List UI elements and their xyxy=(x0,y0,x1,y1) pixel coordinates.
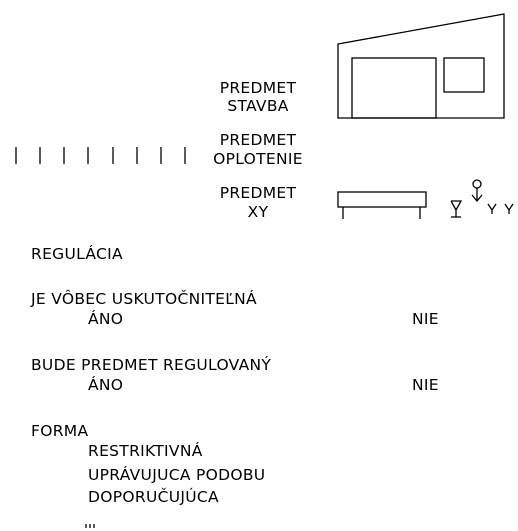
building-symbol xyxy=(337,13,505,119)
answer-yes-regulated[interactable]: ÁNO xyxy=(88,376,124,394)
answer-yes-feasible[interactable]: ÁNO xyxy=(88,310,124,328)
question-regulated: BUDE PREDMET REGULOVANÝ xyxy=(31,356,272,374)
label-stavba-line2: STAVBA xyxy=(227,97,289,115)
forma-option-shaping[interactable]: UPRÁVUJUCA PODOBU xyxy=(88,466,266,484)
fence-symbol xyxy=(15,147,186,164)
label-xy-line1: PREDMET xyxy=(219,184,297,202)
question-feasible: JE VÔBEC USKUTOČNITEĽNÁ xyxy=(31,290,257,308)
continuation-mark xyxy=(85,524,95,528)
answer-no-regulated[interactable]: NIE xyxy=(412,376,439,394)
bench-symbol xyxy=(337,191,427,219)
forma-option-restrictive[interactable]: RESTRIKTIVNÁ xyxy=(88,442,203,460)
regulacia-title: REGULÁCIA xyxy=(31,245,123,263)
answer-no-feasible[interactable]: NIE xyxy=(412,310,439,328)
label-stavba-line1: PREDMET xyxy=(219,79,297,97)
label-oplotenie-line2: OPLOTENIE xyxy=(213,150,303,168)
forma-title: FORMA xyxy=(31,422,89,440)
label-xy-line2: XY xyxy=(247,203,269,221)
plants-symbol xyxy=(450,179,514,218)
label-oplotenie-line1: PREDMET xyxy=(219,131,297,149)
forma-option-recommending[interactable]: DOPORUČUJÚCA xyxy=(88,488,219,506)
